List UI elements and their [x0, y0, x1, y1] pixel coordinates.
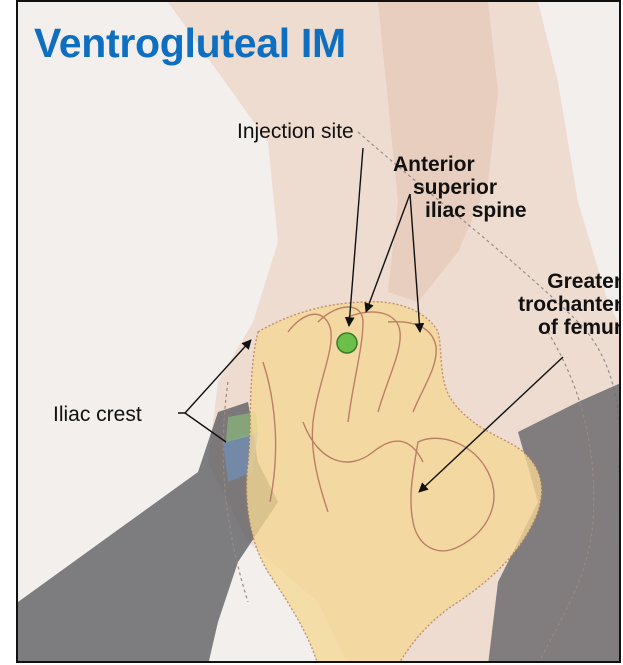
figure-frame: Ventrogluteal IM Injection site Anterior… — [16, 0, 621, 663]
injection-site-dot — [337, 333, 357, 353]
label-asis-line-1: Anterior — [393, 153, 527, 176]
label-gt-line-2: trochanter — [472, 293, 621, 316]
page-title: Ventrogluteal IM — [34, 20, 346, 67]
label-gt-line-1: Greater — [472, 270, 621, 293]
label-iliac-crest: Iliac crest — [53, 403, 142, 426]
label-greater-trochanter: Greater trochanter of femur — [472, 270, 621, 339]
label-asis-line-2: superior — [413, 176, 527, 199]
label-injection-site: Injection site — [237, 120, 354, 143]
label-asis-line-3: iliac spine — [425, 199, 527, 222]
label-anterior-superior-iliac-spine: Anterior superior iliac spine — [393, 153, 527, 222]
label-gt-line-3: of femur — [472, 316, 621, 339]
